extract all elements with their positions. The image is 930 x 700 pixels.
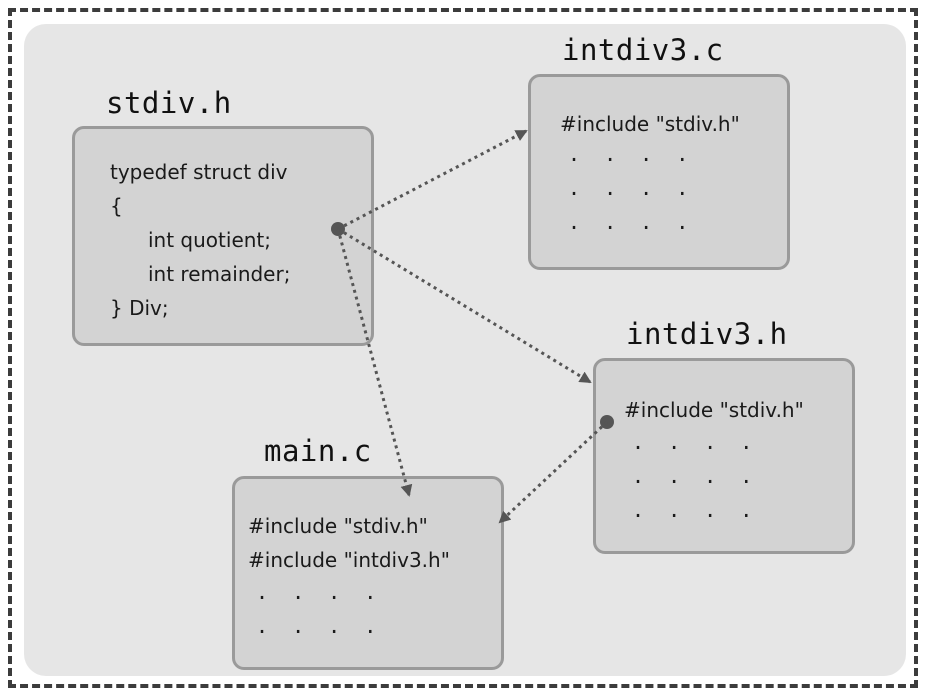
intdiv3-c-title: intdiv3.c [562,33,724,67]
intdiv3-c-dots-2: . . . . [568,176,695,200]
intdiv3-c-dots-3: . . . . [568,210,695,234]
arrow-stdiv-h-to-intdiv3-c [337,129,528,231]
intdiv3-h-dots-2: . . . . [632,464,759,488]
intdiv3-h-dots-1: . . . . [632,430,759,454]
main-c-title: main.c [264,434,372,468]
arrow-stdiv-h-to-intdiv3-h [337,227,592,384]
intdiv3-c-dots-1: . . . . [568,142,695,166]
intdiv3-h-include: #include "stdiv.h" [624,398,804,422]
arrow-stdiv-h-to-main-c [336,228,413,497]
main-c-include-1: #include "stdiv.h" [248,514,428,538]
main-c-box [232,476,504,670]
stdiv-h-line-4: int remainder; [148,262,291,286]
main-c-include-2: #include "intdiv3.h" [248,548,450,572]
intdiv3-h-box [593,358,855,554]
intdiv3-h-title: intdiv3.h [626,317,788,351]
stdiv-h-line-5: } Div; [110,296,169,320]
main-c-dots-1: . . . . [256,580,383,604]
intdiv3-h-dots-3: . . . . [632,498,759,522]
intdiv3-c-box [528,74,790,270]
main-c-dots-2: . . . . [256,614,383,638]
stdiv-h-line-2: { [110,194,123,218]
stdiv-h-line-3: int quotient; [148,228,271,252]
intdiv3-c-include: #include "stdiv.h" [560,112,740,136]
stdiv-h-title: stdiv.h [106,86,232,120]
stdiv-h-box [72,126,374,346]
stdiv-h-line-1: typedef struct div [110,160,288,184]
arrow-intdiv3-h-to-main-c [498,420,609,524]
